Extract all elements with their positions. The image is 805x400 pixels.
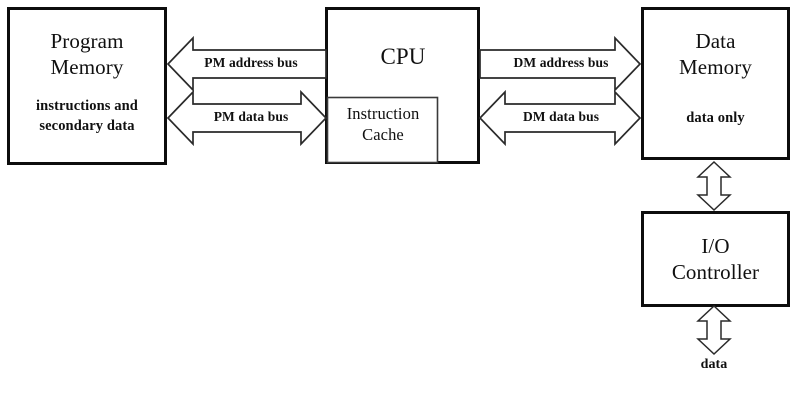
program-memory-subtitle-line1: instructions and (36, 98, 138, 114)
arrow-pm-data-bus (166, 89, 328, 147)
label-io-external-data: data (700, 357, 728, 372)
arrow-dm-io-link (696, 160, 732, 212)
program-memory-subtitle-line2: secondary data (39, 118, 135, 134)
label-pm-address-bus: PM address bus (204, 55, 298, 70)
data-memory-title-line1: Data (695, 29, 736, 53)
block-io-controller (641, 211, 790, 307)
label-dm-address-bus: DM address bus (513, 55, 609, 70)
program-memory-title-line1: Program (50, 29, 124, 53)
io-controller-title-line1: I/O (701, 234, 730, 258)
arrow-dm-data-bus (478, 89, 642, 147)
instruction-cache-label-line2: Cache (362, 125, 404, 144)
data-memory-subtitle: data only (686, 110, 745, 126)
data-memory-title-line2: Memory (679, 55, 752, 79)
block-instruction-cache (326, 96, 439, 164)
io-controller-title-line2: Controller (671, 260, 760, 284)
label-pm-data-bus: PM data bus (213, 109, 289, 124)
block-data-memory (641, 7, 790, 160)
arrow-dm-address-bus (479, 35, 642, 93)
program-memory-title-line2: Memory (50, 55, 124, 79)
label-dm-data-bus: DM data bus (522, 109, 600, 124)
instruction-cache-label-line1: Instruction (346, 104, 420, 123)
block-program-memory (7, 7, 167, 165)
cpu-title: CPU (380, 44, 426, 69)
arrow-pm-address-bus (166, 35, 327, 93)
arrow-io-external-data (696, 304, 732, 356)
